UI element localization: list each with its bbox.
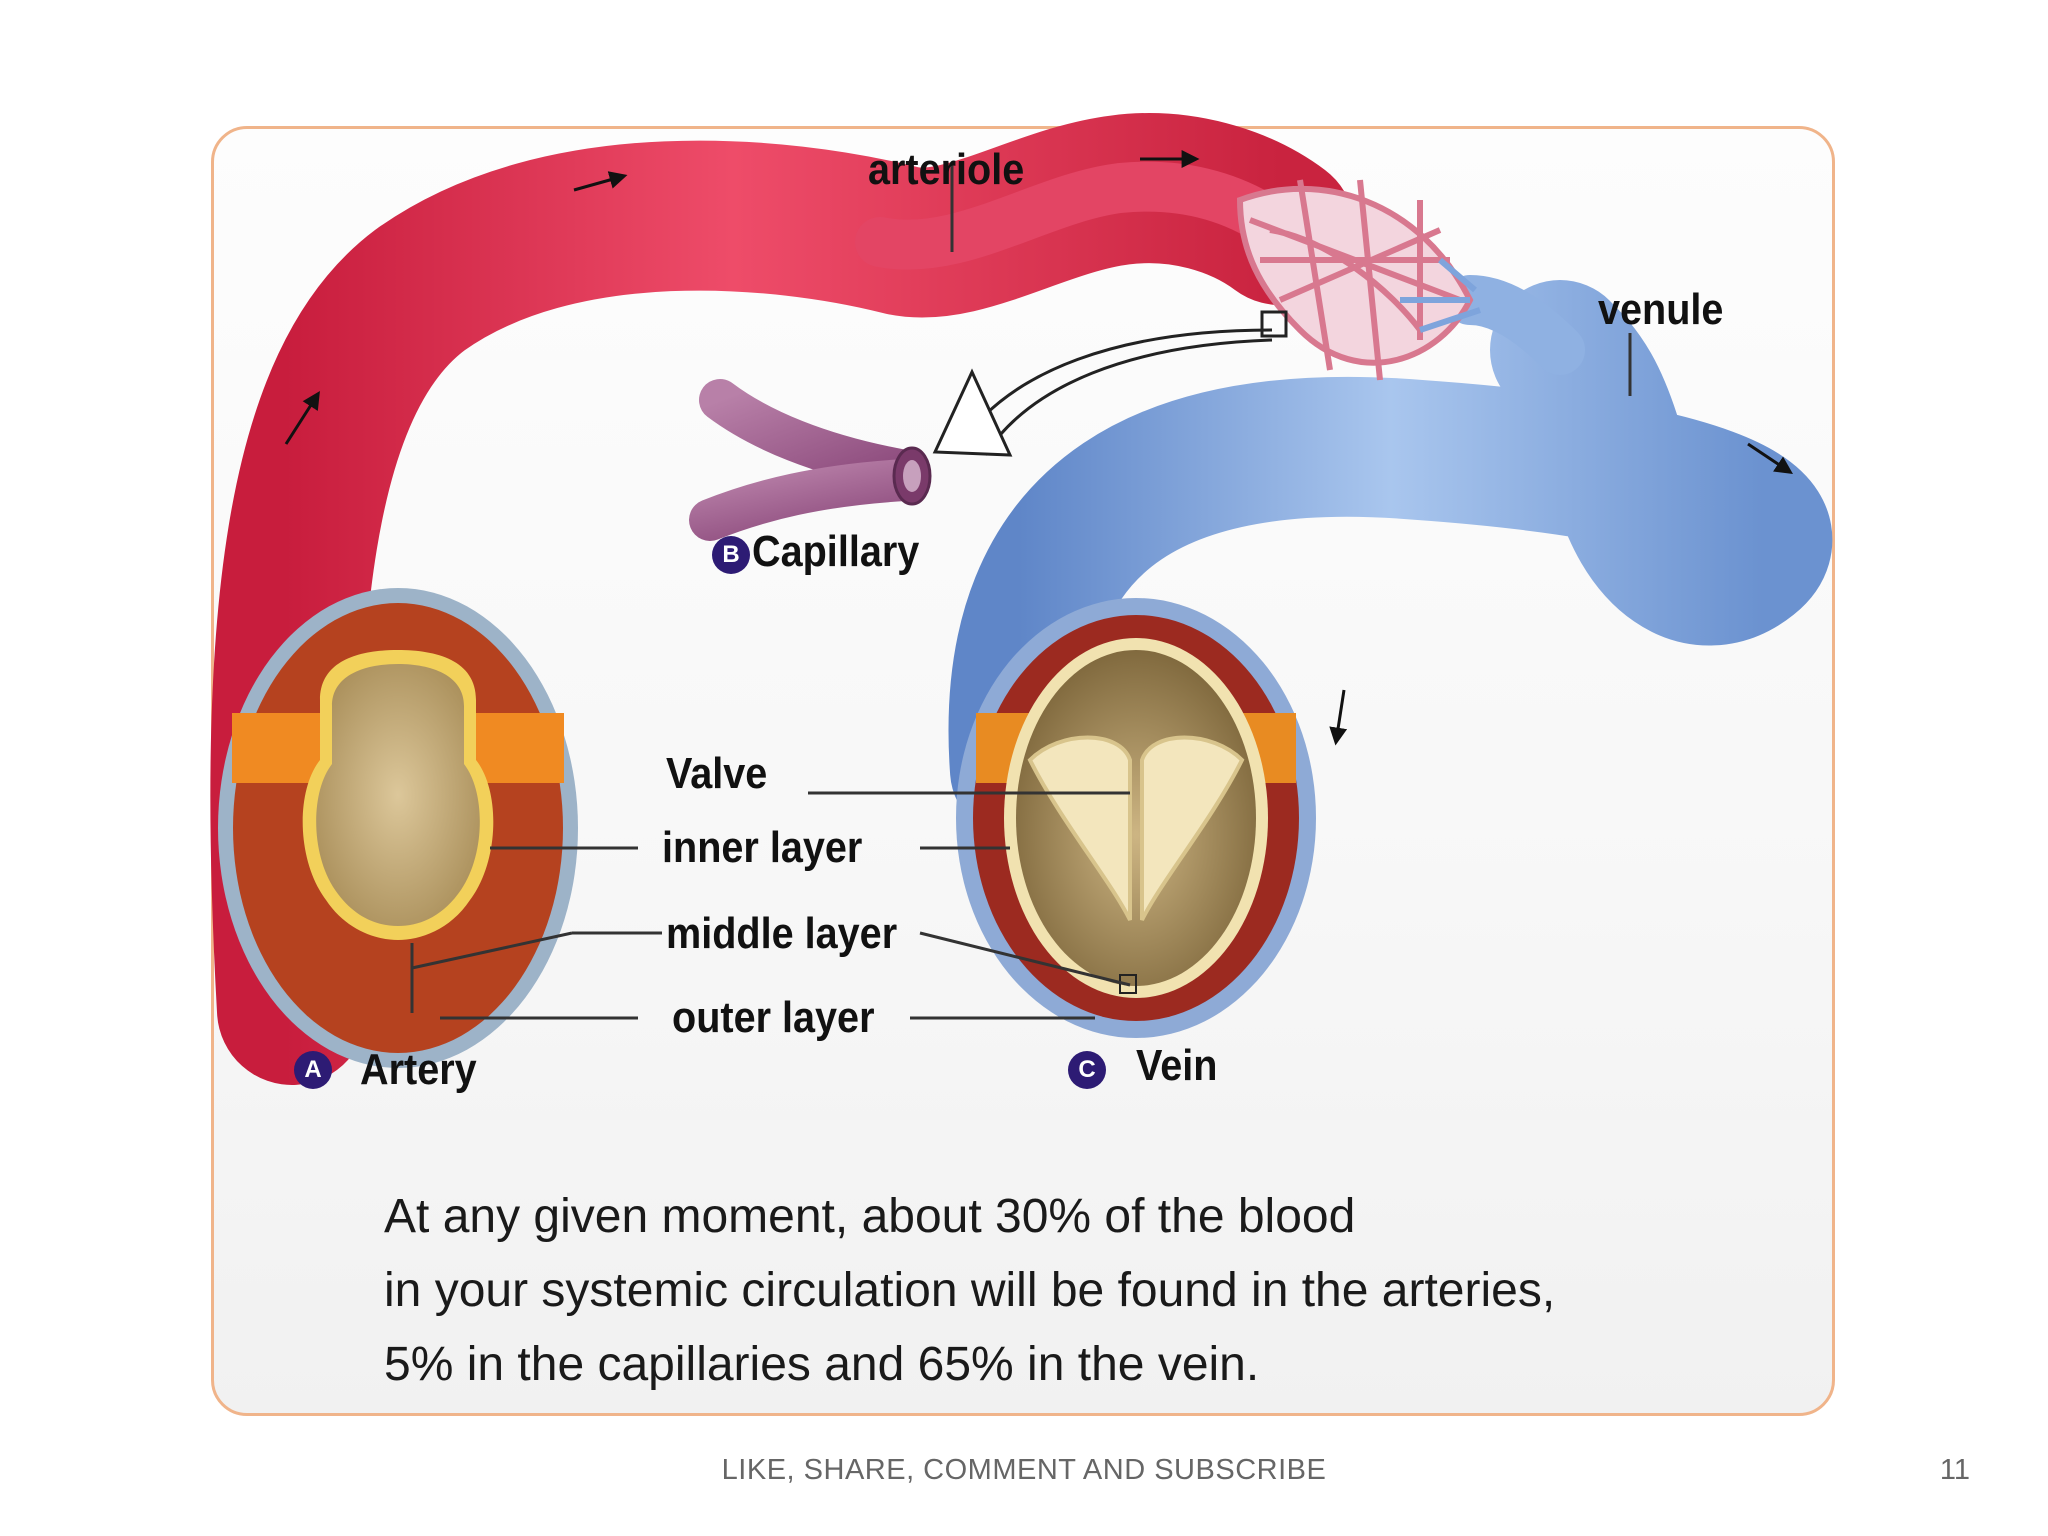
- vein-cross-section: [956, 598, 1316, 1038]
- arteriole-tube: [855, 161, 1295, 270]
- inner-layer-label: inner layer: [662, 823, 863, 872]
- vein-badge: C: [1068, 1051, 1106, 1089]
- capillary-bed: [1236, 179, 1481, 381]
- page-number: 11: [1939, 1454, 1970, 1486]
- artery-badge: A: [294, 1051, 332, 1089]
- leader-lines: [410, 163, 1632, 1020]
- vein-tube: [948, 280, 1833, 840]
- venule-label: venule: [1598, 285, 1724, 334]
- footer-text: LIKE, SHARE, COMMENT AND SUBSCRIBE: [721, 1454, 1327, 1486]
- caption-line: 5% in the capillaries and 65% in the vei…: [384, 1338, 1260, 1391]
- caption-line: in your systemic circulation will be fou…: [384, 1264, 1556, 1317]
- venule-tube: [1445, 275, 1585, 375]
- caption-line: At any given moment, about 30% of the bl…: [384, 1190, 1356, 1243]
- artery-cross-section: [218, 588, 578, 1068]
- middle-layer-label: middle layer: [666, 909, 898, 958]
- arteriole-label: arteriole: [868, 145, 1025, 194]
- capillary-label: Capillary: [752, 527, 920, 576]
- caption: At any given moment, about 30% of the bl…: [384, 1180, 1784, 1402]
- vein-label: Vein: [1136, 1041, 1218, 1090]
- flow-arrows: [284, 150, 1793, 746]
- capillary-badge: B: [712, 536, 750, 574]
- capillary-segment: [689, 379, 932, 541]
- outer-layer-label: outer layer: [672, 993, 875, 1042]
- artery-label: Artery: [360, 1045, 477, 1094]
- valve-label: Valve: [666, 749, 768, 798]
